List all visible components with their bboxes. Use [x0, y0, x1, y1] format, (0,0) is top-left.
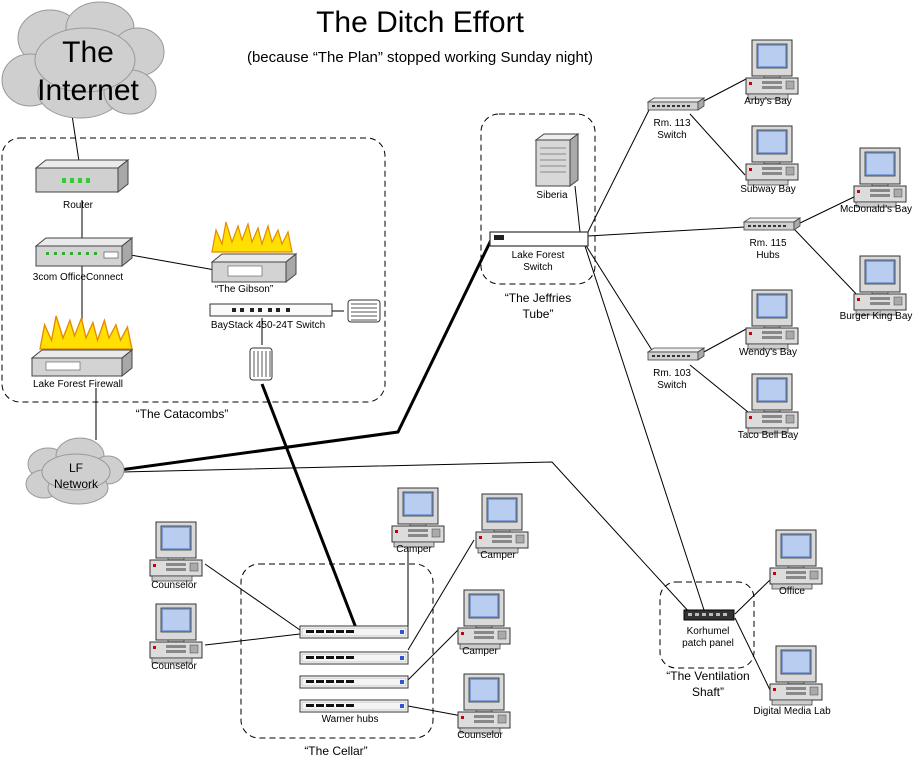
siberia-label: Siberia [536, 190, 568, 201]
warner-hubs-label: Warner hubs [322, 714, 379, 725]
ventilation-label-line1: “The Ventilation [666, 669, 749, 683]
korhumel-patch-panel-icon [683, 609, 735, 621]
rm113-label-line2: Switch [657, 130, 686, 141]
camper-computer-icon-3 [457, 589, 511, 650]
mcdonalds-bay-computer-icon [853, 147, 907, 208]
wendys-bay-label: Wendy’s Bay [739, 347, 797, 358]
digital-media-lab-computer-icon [769, 645, 823, 706]
gibson-fire-icon [211, 221, 293, 253]
rm113-label-line1: Rm. 113 [653, 118, 690, 129]
digital-media-lab-label: Digital Media Lab [753, 706, 831, 717]
camper-computer-icon-1 [391, 487, 445, 548]
counselor-computer-icon-3 [457, 673, 511, 734]
rm115-hubs-icon [743, 217, 801, 231]
counselor-computer-icon-2 [149, 603, 203, 664]
ventilation-label-line2: Shaft” [692, 685, 724, 699]
lake-forest-switch-icon [489, 231, 589, 247]
camper-label-3: Camper [462, 646, 498, 657]
warner-hub-icon-2 [299, 651, 409, 665]
counselor-computer-icon-1 [149, 521, 203, 582]
internet-cloud-icon: The Internet [1, 1, 165, 119]
rm115-label-line1: Rm. 115 [749, 238, 786, 249]
arbys-bay-computer-icon [745, 39, 799, 100]
counselor-label-3: Counselor [457, 730, 503, 741]
rm103-label-line1: Rm. 103 [653, 368, 691, 379]
taco-bell-bay-label: Taco Bell Bay [738, 430, 799, 441]
korhumel-label-line1: Korhumel [687, 626, 730, 637]
taco-bell-bay-computer-icon [745, 373, 799, 434]
ventilation-boundary [659, 581, 755, 669]
lake-forest-switch-label-line1: Lake Forest [512, 250, 565, 261]
rm113-switch-icon [647, 97, 705, 111]
diagram-subtitle: (because “The Plan” stopped working Sund… [247, 49, 593, 66]
diagram-title: The Ditch Effort [316, 6, 525, 39]
jeffries-label-line1: “The Jeffries [505, 291, 571, 305]
warner-hub-icon-1 [299, 625, 409, 639]
warner-hub-icon-3 [299, 675, 409, 689]
subway-bay-computer-icon [745, 125, 799, 186]
router-icon [34, 158, 130, 194]
rm103-label-line2: Switch [657, 380, 686, 391]
connection-lines [71, 77, 863, 717]
office-label: Office [779, 586, 805, 597]
transceiver-icon-down [249, 347, 273, 381]
firewall-label: Lake Forest Firewall [33, 379, 123, 390]
gibson-label: “The Gibson” [215, 284, 273, 295]
lf-network-label-line1: LF [69, 461, 83, 475]
baystack-label: BayStack 450-24T Switch [211, 320, 325, 331]
officeconnect-icon [34, 236, 134, 268]
jeffries-boundary [480, 113, 596, 285]
jeffries-label-line2: Tube” [523, 307, 554, 321]
rm115-label-line2: Hubs [756, 250, 779, 261]
camper-label-2: Camper [480, 550, 516, 561]
counselor-label-1: Counselor [151, 580, 197, 591]
burger-king-bay-computer-icon [853, 255, 907, 316]
mcdonalds-bay-label: McDonald’s Bay [840, 204, 912, 215]
catacombs-label: “The Catacombs” [136, 407, 229, 421]
router-label: Router [63, 200, 94, 211]
subway-bay-label: Subway Bay [740, 184, 796, 195]
counselor-label-2: Counselor [151, 661, 197, 672]
wendys-bay-computer-icon [745, 289, 799, 350]
firewall-icon [30, 348, 134, 378]
firewall-fire-icon [39, 315, 133, 350]
lf-network-label-line2: Network [54, 477, 99, 491]
office-computer-icon [769, 529, 823, 590]
siberia-server-icon [534, 133, 580, 187]
internet-label-line1: The [62, 36, 114, 69]
warner-hub-icon-4 [299, 699, 409, 713]
camper-computer-icon-2 [475, 493, 529, 554]
catacombs-boundary [1, 137, 386, 403]
lf-network-cloud-icon: LF Network [25, 437, 125, 505]
arbys-bay-label: Arby’s Bay [744, 96, 792, 107]
cellar-boundary [240, 563, 434, 739]
baystack-switch-icon [209, 303, 333, 317]
officeconnect-label: 3com OfficeConnect [33, 272, 124, 283]
gibson-server-icon [210, 252, 298, 284]
rm103-switch-icon [647, 347, 705, 361]
transceiver-icon-right [347, 299, 381, 323]
korhumel-label-line2: patch panel [682, 638, 734, 649]
internet-label-line2: Internet [37, 74, 139, 107]
camper-label-1: Camper [396, 544, 432, 555]
cellar-label: “The Cellar” [304, 744, 367, 758]
lake-forest-switch-label-line2: Switch [523, 262, 552, 273]
burger-king-bay-label: Burger King Bay [840, 311, 913, 322]
